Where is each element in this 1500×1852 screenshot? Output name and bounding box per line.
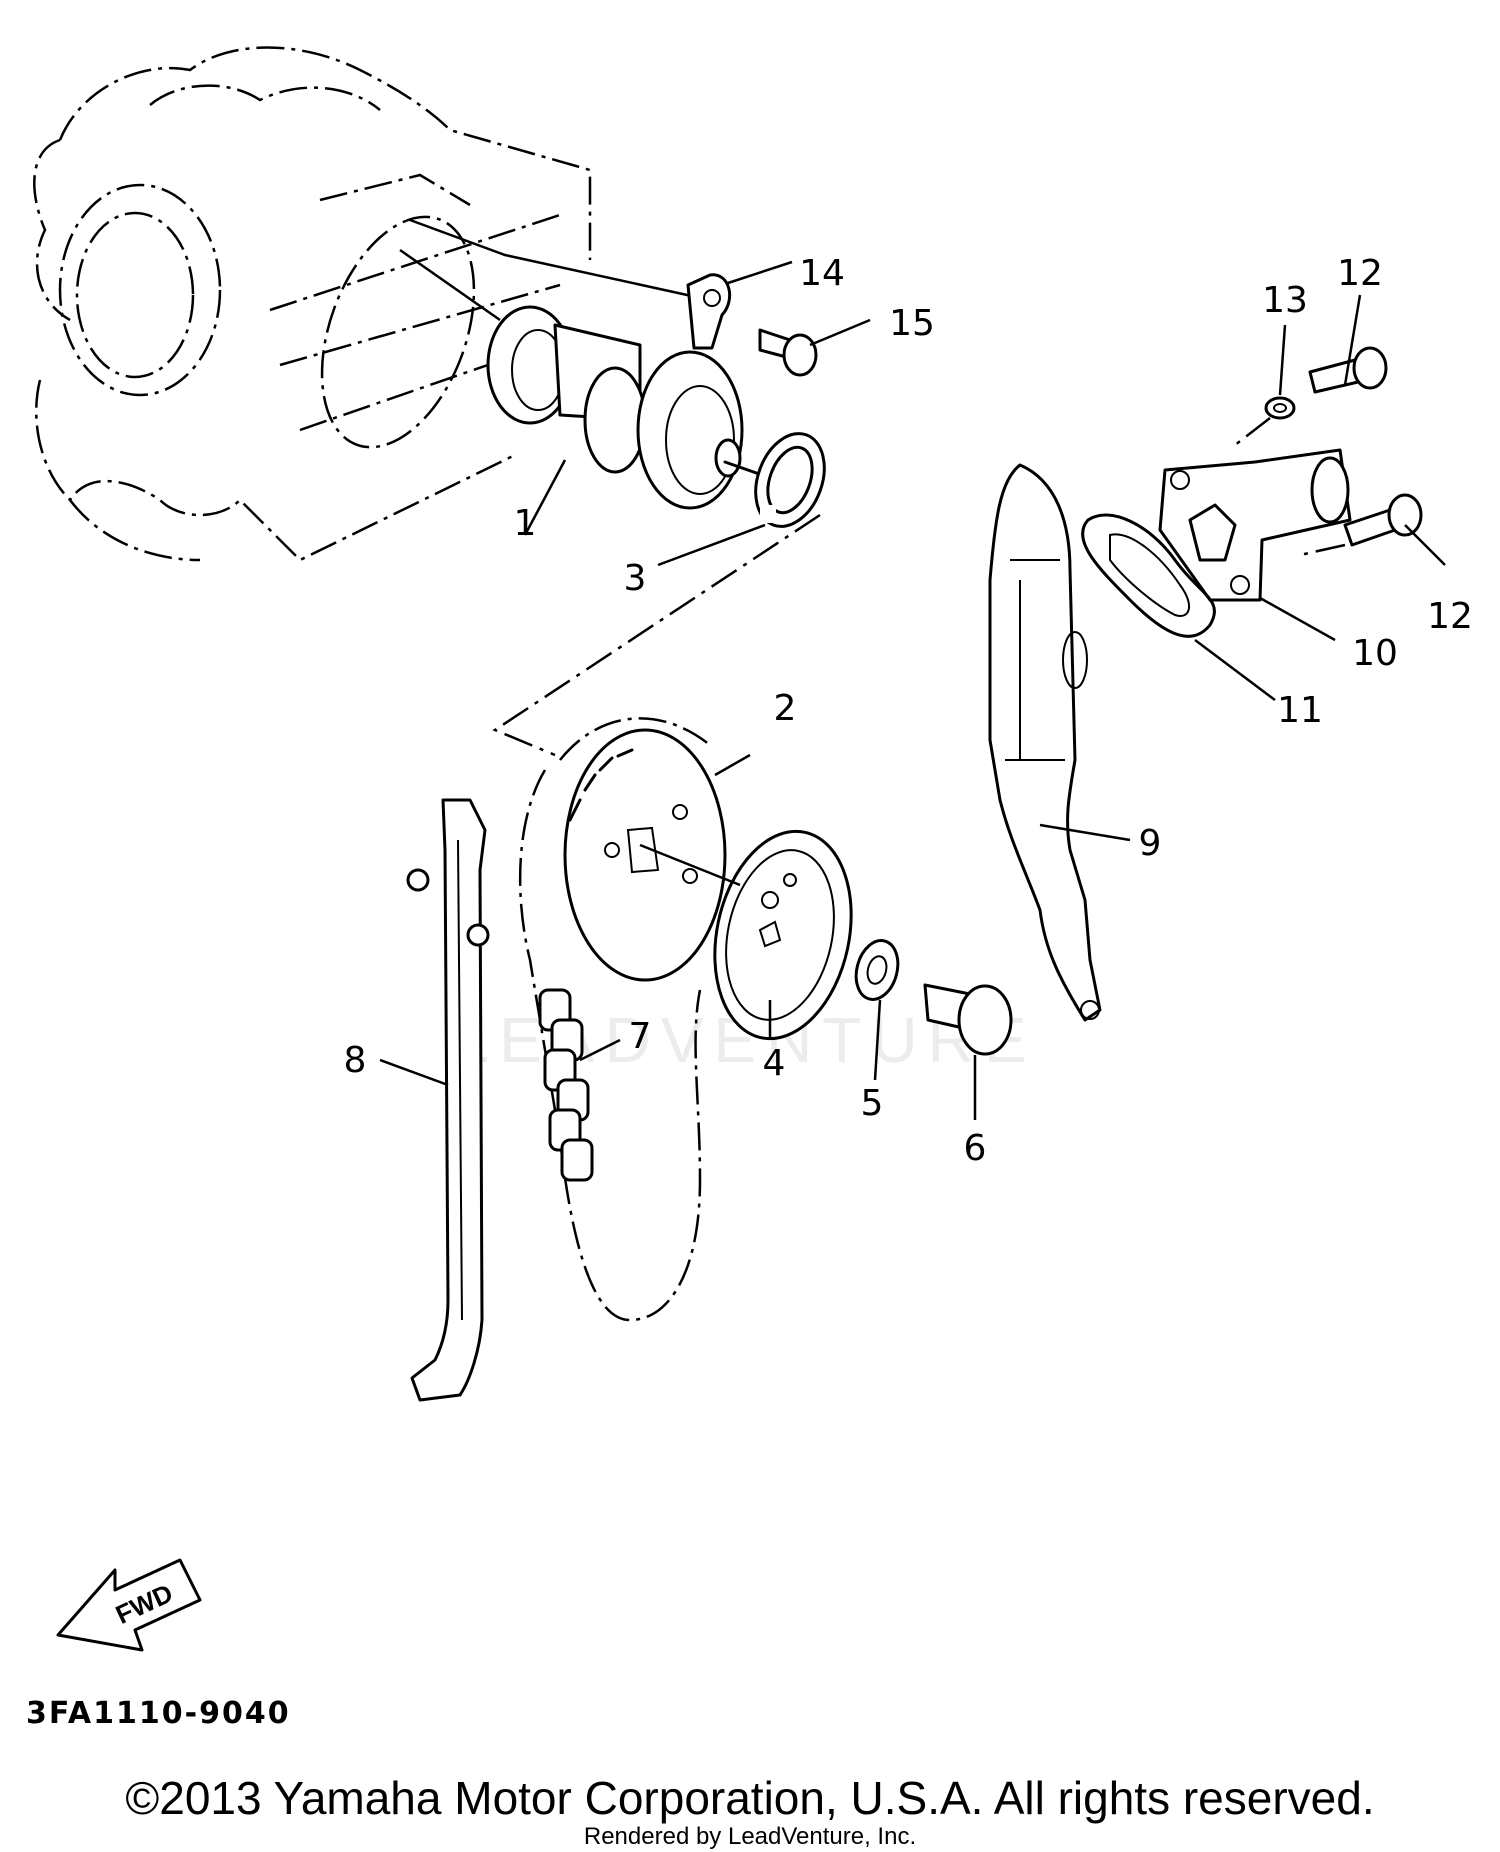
stopper-plate <box>686 273 732 350</box>
callout-5: 5 <box>861 1083 884 1124</box>
callout-12-lower: 12 <box>1427 596 1473 637</box>
callout-9: 9 <box>1139 823 1162 864</box>
washer-13 <box>1234 396 1296 446</box>
cam-sprocket <box>563 728 727 982</box>
circlip <box>754 432 826 528</box>
cylinder-head-phantom <box>33 46 711 562</box>
copyright-notice: ©2013 Yamaha Motor Corporation, U.S.A. A… <box>125 1772 1375 1824</box>
assembly-line <box>492 513 821 757</box>
washer-5 <box>854 939 900 1001</box>
diagram-code: 3FA1110-9040 <box>26 1696 291 1731</box>
camshaft <box>486 305 767 510</box>
callout-14: 14 <box>799 253 845 294</box>
fwd-arrow-icon: FWD <box>56 1558 202 1652</box>
callout-8: 8 <box>344 1040 367 1081</box>
leader-lines <box>379 260 1446 1120</box>
chain-tensioner-guide <box>988 463 1102 1022</box>
callout-3: 3 <box>624 558 647 599</box>
bolt-12-lower <box>1299 493 1423 557</box>
callout-10: 10 <box>1352 633 1398 674</box>
callout-1: 1 <box>514 503 537 544</box>
callout-2: 2 <box>774 688 797 729</box>
tensioner-gasket <box>1081 513 1217 638</box>
callout-11: 11 <box>1277 690 1323 731</box>
cam-chain <box>518 717 711 1322</box>
rendered-by-notice: Rendered by LeadVenture, Inc. <box>583 1823 917 1850</box>
callout-4: 4 <box>763 1043 786 1084</box>
sprocket-cover <box>639 829 853 1041</box>
callout-13: 13 <box>1262 280 1308 321</box>
callout-6: 6 <box>964 1128 987 1169</box>
callout-15: 15 <box>889 303 935 344</box>
callout-12-upper: 12 <box>1337 253 1383 294</box>
cam-chain-tensioner <box>1158 448 1352 602</box>
callout-7: 7 <box>629 1016 652 1057</box>
bolt-6 <box>923 983 1013 1056</box>
bolt-15 <box>758 328 818 377</box>
callouts: 1 2 3 4 5 6 7 8 9 10 11 12 12 13 14 15 <box>344 253 1473 1169</box>
chain-guide <box>406 798 490 1402</box>
